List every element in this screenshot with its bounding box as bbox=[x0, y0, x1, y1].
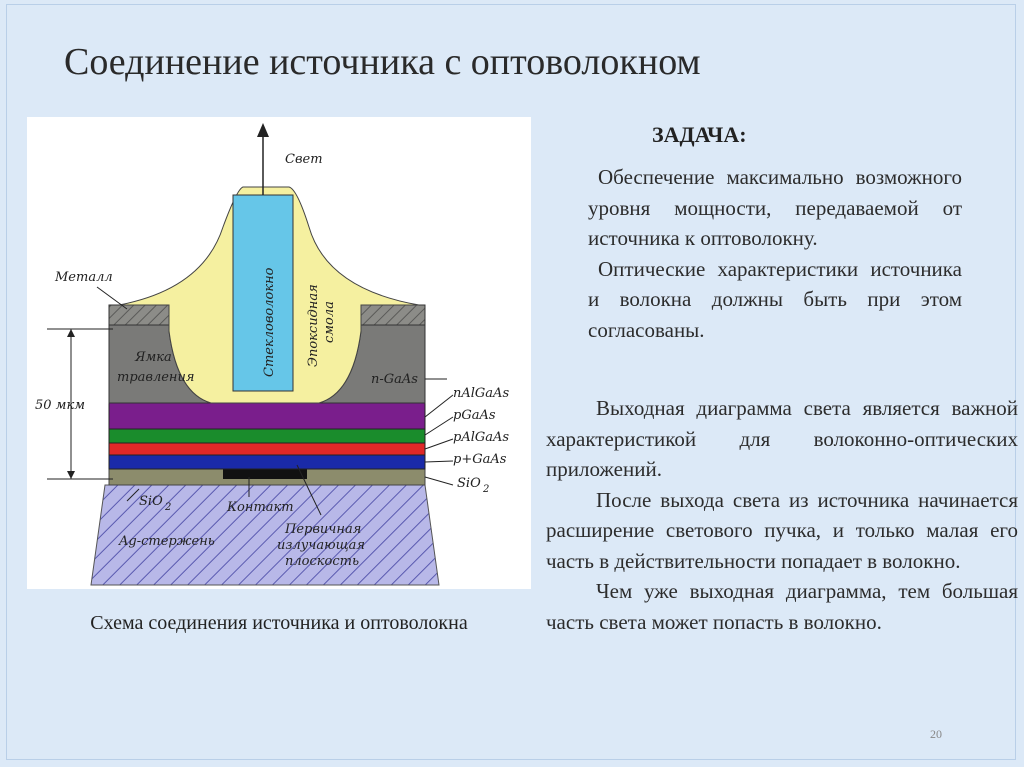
label-thickness: 50 мкм bbox=[35, 398, 85, 413]
label-etch-pit-line2: травления bbox=[117, 370, 194, 385]
page-number: 20 bbox=[930, 727, 942, 741]
light-arrow-head bbox=[257, 123, 269, 137]
label-fiber: Стекловолокно bbox=[262, 267, 277, 377]
metal-pad-left bbox=[108, 304, 172, 326]
label-epoxy-line2: смола bbox=[322, 301, 337, 343]
task-paragraph: Оптические характеристики источника и во… bbox=[588, 256, 962, 342]
label-epoxy-line1: Эпоксидная bbox=[306, 284, 321, 367]
slide-title: Соединение источника с оптоволокном bbox=[64, 41, 701, 83]
label-sio2-right: SiO bbox=[457, 476, 481, 491]
label-sio2-left: SiO bbox=[139, 494, 163, 509]
details-text: Выходная диаграмма света является важной… bbox=[546, 393, 1018, 637]
label-n-algaas: nAlGaAs bbox=[453, 386, 509, 401]
label-sio2-left-sub: 2 bbox=[164, 502, 171, 513]
label-n-gaas: n-GaAs bbox=[371, 372, 418, 387]
label-p-plus-gaas: p+GaAs bbox=[453, 452, 507, 467]
p-plus-gaas-layer bbox=[108, 454, 426, 470]
label-etch-pit-line1: Ямка bbox=[134, 350, 172, 365]
slide-frame bbox=[6, 4, 1016, 760]
label-p-algaas: pAlGaAs bbox=[453, 430, 509, 445]
label-ag-rod: Ag-стержень bbox=[118, 534, 215, 549]
p-algaas-layer bbox=[108, 442, 426, 456]
details-paragraph: После выхода света из источника начинает… bbox=[546, 487, 1018, 573]
label-emitting-line2: излучающая bbox=[277, 538, 365, 553]
optical-fiber bbox=[232, 194, 294, 392]
label-metal: Металл bbox=[54, 270, 113, 285]
label-contact: Контакт bbox=[226, 500, 294, 515]
figure-caption: Схема соединения источника и оптоволокна bbox=[90, 612, 468, 634]
details-paragraph: Чем уже выходная диаграмма, тем большая … bbox=[546, 579, 1018, 634]
label-p-gaas: pGaAs bbox=[453, 408, 496, 423]
task-heading: ЗАДАЧА: bbox=[652, 122, 747, 147]
label-light: Свет bbox=[285, 152, 323, 167]
task-text: Обеспечение максимально возможного уровн… bbox=[588, 162, 962, 345]
label-emitting-line3: плоскость bbox=[285, 554, 359, 569]
label-sio2-right-sub: 2 bbox=[482, 484, 489, 495]
diagram-svg: Свет Стекловолокно Эпоксидная смола Мета… bbox=[35, 123, 509, 586]
details-paragraph: Выходная диаграмма света является важной… bbox=[546, 396, 1018, 481]
task-paragraph: Обеспечение максимально возможного уровн… bbox=[588, 165, 962, 250]
contact bbox=[223, 469, 307, 479]
n-algaas-layer bbox=[108, 402, 426, 430]
metal-pad-right bbox=[360, 304, 426, 326]
source-fiber-diagram: Свет Стекловолокно Эпоксидная смола Мета… bbox=[27, 117, 531, 589]
label-emitting-line1: Первичная bbox=[284, 522, 361, 537]
p-gaas-layer bbox=[108, 428, 426, 444]
